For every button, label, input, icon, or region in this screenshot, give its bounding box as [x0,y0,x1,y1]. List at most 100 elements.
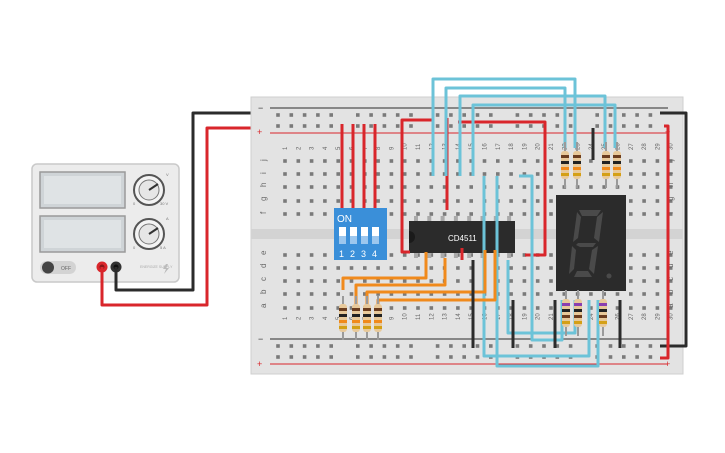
breadboard-hole[interactable] [369,355,373,359]
breadboard-hole[interactable] [316,355,320,359]
breadboard-hole[interactable] [509,266,513,270]
breadboard-hole[interactable] [642,253,646,257]
breadboard-hole[interactable] [462,124,466,128]
breadboard-hole[interactable] [283,159,287,163]
breadboard-hole[interactable] [549,212,553,216]
breadboard-hole[interactable] [283,306,287,310]
breadboard-hole[interactable] [309,266,314,270]
breadboard-hole[interactable] [349,292,354,296]
breadboard-hole[interactable] [589,292,593,296]
breadboard-hole[interactable] [522,279,527,283]
breadboard-hole[interactable] [642,292,646,296]
breadboard-hole[interactable] [469,172,473,176]
breadboard-hole[interactable] [642,185,646,189]
breadboard-hole[interactable] [522,159,527,163]
breadboard-hole[interactable] [329,113,333,117]
breadboard-hole[interactable] [389,253,394,257]
breadboard-hole[interactable] [635,344,639,348]
breadboard-hole[interactable] [316,344,320,348]
breadboard-hole[interactable] [522,292,527,296]
power-supply[interactable]: 0 30 V V 0 5 A A OFF ENERGIZE SUPPLY [31,163,180,283]
breadboard-hole[interactable] [622,124,626,128]
breadboard-hole[interactable] [449,113,453,117]
breadboard-hole[interactable] [323,212,327,216]
breadboard-hole[interactable] [296,253,301,257]
breadboard-hole[interactable] [296,159,301,163]
breadboard-hole[interactable] [402,185,407,189]
breadboard-hole[interactable] [456,185,460,189]
breadboard-hole[interactable] [549,279,553,283]
breadboard-hole[interactable] [655,266,660,270]
breadboard-hole[interactable] [509,212,513,216]
breadboard-hole[interactable] [456,306,460,310]
breadboard-hole[interactable] [629,306,633,310]
breadboard-hole[interactable] [309,212,314,216]
breadboard-hole[interactable] [469,266,473,270]
breadboard-hole[interactable] [668,199,673,203]
voltage-knob[interactable] [133,174,165,206]
breadboard-hole[interactable] [629,266,633,270]
breadboard-hole[interactable] [668,212,673,216]
breadboard-hole[interactable] [602,185,606,189]
breadboard-hole[interactable] [402,292,407,296]
breadboard-hole[interactable] [336,266,340,270]
breadboard-hole[interactable] [642,172,646,176]
breadboard-hole[interactable] [309,159,314,163]
breadboard-hole[interactable] [528,113,533,117]
breadboard-hole[interactable] [635,113,639,117]
breadboard-hole[interactable] [655,292,660,296]
breadboard-hole[interactable] [296,279,301,283]
breadboard-hole[interactable] [528,344,533,348]
chip-vdd-wire[interactable] [400,118,434,254]
breadboard-hole[interactable] [296,292,301,296]
breadboard-hole[interactable] [642,266,646,270]
breadboard-hole[interactable] [655,172,660,176]
breadboard-hole[interactable] [589,185,593,189]
breadboard-hole[interactable] [302,124,307,128]
breadboard-hole[interactable] [309,306,314,310]
dip-switch-1[interactable] [339,227,346,244]
breadboard-hole[interactable] [389,199,394,203]
breadboard-hole[interactable] [555,124,560,128]
breadboard-hole[interactable] [283,279,287,283]
breadboard-hole[interactable] [435,344,440,348]
breadboard-hole[interactable] [309,292,314,296]
breadboard-hole[interactable] [608,124,613,128]
breadboard-hole[interactable] [535,279,540,283]
breadboard-hole[interactable] [535,172,540,176]
breadboard-hole[interactable] [336,292,340,296]
breadboard-hole[interactable] [629,185,633,189]
breadboard-hole[interactable] [363,279,367,283]
breadboard-hole[interactable] [522,212,527,216]
breadboard-hole[interactable] [449,355,453,359]
breadboard-hole[interactable] [615,306,620,310]
breadboard-hole[interactable] [395,113,400,117]
breadboard-hole[interactable] [435,124,440,128]
breadboard-hole[interactable] [389,185,394,189]
breadboard-hole[interactable] [535,159,540,163]
breadboard-hole[interactable] [522,266,527,270]
breadboard-hole[interactable] [668,172,673,176]
dip-switch-2[interactable] [350,227,357,244]
breadboard-hole[interactable] [336,172,340,176]
breadboard-hole[interactable] [515,124,520,128]
breadboard-hole[interactable] [289,344,294,348]
breadboard-hole[interactable] [309,172,314,176]
breadboard-hole[interactable] [416,266,420,270]
breadboard-hole[interactable] [535,292,540,296]
seven-segment-display[interactable]: 8 [0,0,626,291]
breadboard-hole[interactable] [369,124,373,128]
breadboard-hole[interactable] [435,355,440,359]
breadboard-hole[interactable] [629,212,633,216]
breadboard-hole[interactable] [276,113,280,117]
breadboard-hole[interactable] [395,124,400,128]
supply-red-wire[interactable] [100,126,275,307]
breadboard-hole[interactable] [356,124,360,128]
breadboard-hole[interactable] [469,306,473,310]
breadboard-hole[interactable] [615,292,620,296]
breadboard-hole[interactable] [655,212,660,216]
breadboard-hole[interactable] [568,344,573,348]
breadboard-hole[interactable] [542,344,546,348]
breadboard-hole[interactable] [376,172,380,176]
breadboard-hole[interactable] [376,185,380,189]
